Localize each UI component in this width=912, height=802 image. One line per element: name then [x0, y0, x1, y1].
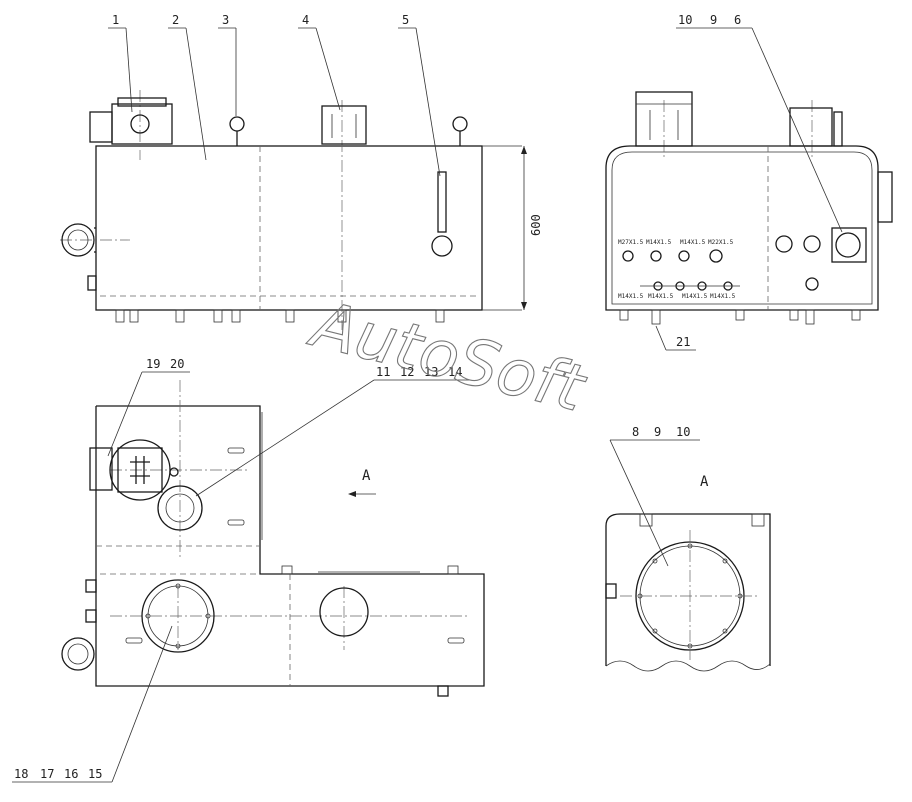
callout-11: 11: [376, 365, 390, 379]
callout-6: 6: [734, 13, 741, 27]
callout-10-top: 10: [678, 13, 692, 27]
front-callouts: 1 2 3 4 5: [108, 13, 441, 177]
port-label-5: M14X1.5: [618, 293, 644, 300]
port-label-1: M27X1.5: [618, 239, 644, 246]
callout-21: 21: [676, 335, 690, 349]
callout-17: 17: [40, 767, 54, 781]
callout-15: 15: [88, 767, 102, 781]
side-view: M27X1.5 M14X1.5 M14X1.5 M22X1.5 M14X1.5 …: [605, 91, 893, 325]
top-view-callouts: 19 20 11 12 13 14 18 17 16 15: [12, 357, 470, 783]
callout-12: 12: [400, 365, 414, 379]
view-a-title: A: [700, 474, 709, 490]
callout-9-top: 9: [710, 13, 717, 27]
top-view: A: [61, 380, 485, 697]
callout-14: 14: [448, 365, 462, 379]
port-label-8: M14X1.5: [710, 293, 736, 300]
callout-3: 3: [222, 13, 229, 27]
watermark: AutoSoft: [302, 287, 594, 427]
callout-20: 20: [170, 357, 184, 371]
callout-10: 10: [676, 425, 690, 439]
port-label-7: M14X1.5: [682, 293, 708, 300]
view-a: A: [605, 474, 771, 672]
callout-2: 2: [172, 13, 179, 27]
callout-18: 18: [14, 767, 28, 781]
port-label-4: M22X1.5: [708, 239, 734, 246]
side-callouts: 10 9 6 21: [655, 13, 843, 351]
callout-1: 1: [112, 13, 119, 27]
view-a-callouts: 8 9 10: [609, 425, 700, 567]
port-label-6: M14X1.5: [648, 293, 674, 300]
callout-19: 19: [146, 357, 160, 371]
port-label-3: M14X1.5: [680, 239, 706, 246]
front-view: 600: [60, 90, 543, 330]
callout-9: 9: [654, 425, 661, 439]
callout-4: 4: [302, 13, 309, 27]
callout-16: 16: [64, 767, 78, 781]
height-dimension: 600: [529, 214, 543, 236]
view-label-a: A: [362, 468, 371, 484]
callout-8: 8: [632, 425, 639, 439]
port-label-2: M14X1.5: [646, 239, 672, 246]
callout-13: 13: [424, 365, 438, 379]
callout-5: 5: [402, 13, 409, 27]
